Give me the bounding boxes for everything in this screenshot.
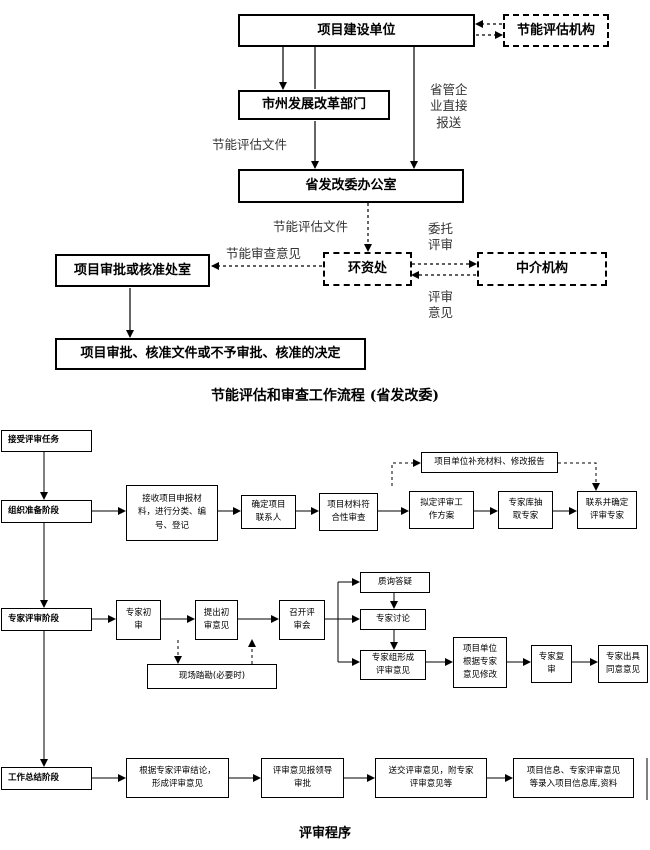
city-dept-box: 市州发展改革部门 — [238, 90, 390, 120]
agree-box: 专家出具 同意意见 — [598, 645, 648, 683]
revise-box: 项目单位 根据专家 意见修改 — [453, 637, 507, 688]
meeting-box: 召开评 审会 — [279, 600, 325, 640]
province-office-box: 省发改委办公室 — [238, 169, 464, 203]
recheck-box: 专家复 审 — [531, 645, 572, 683]
receive-docs-box: 接收项目申报材 料，进行分类、编 号、登记 — [126, 485, 218, 541]
env-office-box: 环资处 — [323, 252, 412, 286]
dashed-arrow-supplement-to-confirm — [558, 462, 600, 491]
draw-experts-box: 专家库抽 取专家 — [498, 491, 553, 529]
stage-prepare-box: 组织准备阶段 — [1, 500, 92, 523]
initial-review-box: 专家初 审 — [116, 600, 161, 640]
decision-box: 项目审批、核准文件或不予审批、核准的决定 — [55, 338, 366, 370]
assign-contact-box: 确定项目 联系人 — [241, 495, 296, 529]
review-opinion-label: 节能审查意见 — [226, 246, 302, 261]
confirm-experts-box: 联系并确定 评审专家 — [577, 491, 637, 529]
assess-org-box: 节能评估机构 — [503, 14, 609, 47]
site-visit-box: 现场踏勘(必要时) — [147, 664, 277, 689]
stage-receive-box: 接受评审任务 — [1, 430, 92, 452]
supplement-box: 项目单位补充材料、修改报告 — [421, 452, 558, 473]
conclusion-box: 根据专家评审结论， 形成评审意见 — [126, 758, 229, 798]
flow1-caption: 节能评估和审查工作流程 (省发改委) — [210, 388, 440, 404]
flow2-caption: 评审程序 — [298, 826, 351, 841]
form-opinion-box: 专家组形成 评审意见 — [360, 650, 426, 680]
opinion-label: 评审 意见 — [428, 289, 454, 321]
agency-box: 中介机构 — [477, 252, 607, 286]
stage-review-box: 专家评审阶段 — [1, 608, 92, 631]
stage-summary-box: 工作总结阶段 — [1, 767, 92, 790]
file-label-1: 节能评估文件 — [212, 137, 288, 152]
entrust-label: 委托 评审 — [428, 221, 454, 253]
approval-office-box: 项目审批或核准处室 — [55, 254, 210, 287]
archive-box: 项目信息、专家评审意见 等录入项目信息库,资料 — [513, 758, 634, 798]
check-docs-box: 项目材料符 合性审查 — [319, 493, 378, 531]
qa-box: 质询答疑 — [360, 572, 430, 593]
draft-plan-box: 拟定评审工 作方案 — [409, 491, 474, 529]
report-box: 评审意见报领导 审批 — [261, 758, 344, 798]
submit-box: 送交评审意见，附专家 评审意见等 — [375, 758, 487, 798]
project-unit-box: 项目建设单位 — [238, 14, 475, 47]
discuss-box: 专家讨论 — [360, 609, 426, 630]
file-label-2: 节能评估文件 — [273, 219, 349, 234]
initial-opinion-box: 提出初 审意见 — [195, 600, 238, 640]
direct-submit-label: 省管企 业直接 报送 — [430, 82, 468, 130]
dashed-arrow-to-supplement — [391, 459, 421, 486]
